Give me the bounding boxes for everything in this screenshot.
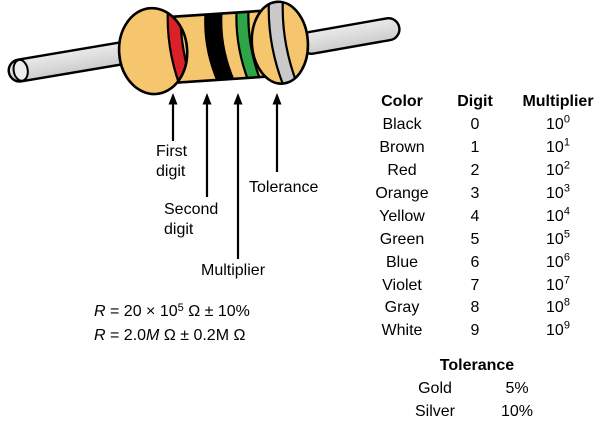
multiplier-value: 101 <box>508 136 606 157</box>
color-name: Violet <box>382 276 422 294</box>
multiplier-label: Multiplier <box>201 262 266 279</box>
multiplier-exponent: 7 <box>563 274 570 287</box>
tolerance-band <box>267 0 300 86</box>
multiplier-base: 10 <box>546 162 564 180</box>
multiplier-base: 10 <box>546 207 564 225</box>
formula1-expression: = 20 × 10 <box>105 303 178 320</box>
digit-column-header: Digit <box>457 93 493 111</box>
multiplier-base: 10 <box>546 230 564 248</box>
first-digit-label: First digit <box>156 143 188 180</box>
digit-value: 9 <box>470 322 480 340</box>
tolerance-row: Silver 10% <box>400 401 564 423</box>
multiplier-exponent: 2 <box>563 159 570 172</box>
formula-line-1: R = 20 × 105 Ω ± 10% <box>94 300 250 324</box>
multiplier-value: 107 <box>508 274 606 295</box>
color-column-header: Color <box>381 93 423 111</box>
multiplier-exponent: 3 <box>563 182 570 195</box>
multiplier-column-header: Multiplier <box>522 93 594 111</box>
digit-value: 3 <box>470 185 480 202</box>
multiplier-value: 103 <box>508 182 606 203</box>
digit-value: 0 <box>470 116 480 134</box>
color-name: Blue <box>385 253 419 271</box>
color-code-table: Color Digit Multiplier Black 0 100 Brown… <box>362 91 606 343</box>
multiplier-value: 105 <box>508 228 606 249</box>
tolerance-row: Gold 5% <box>400 377 564 400</box>
multiplier-base: 10 <box>546 139 564 157</box>
digit-value: 2 <box>470 162 480 180</box>
table-header-row: Color Digit Multiplier <box>362 91 606 114</box>
multiplier-exponent: 5 <box>563 228 570 241</box>
resistor-body <box>117 0 310 96</box>
resistor-illustration <box>7 0 401 259</box>
resistance-formulas: R = 20 × 105 Ω ± 10% R = 2.0M Ω ± 0.2M Ω <box>94 300 250 347</box>
table-row: White 9 109 <box>362 320 606 343</box>
multiplier-exponent: 1 <box>563 136 570 149</box>
formula2-variable: R <box>94 326 106 344</box>
digit-value: 1 <box>470 139 480 157</box>
multiplier-base: 10 <box>546 322 564 340</box>
table-row: Yellow 4 104 <box>362 205 606 228</box>
tolerance-value: 5% <box>505 379 529 397</box>
first-digit-arrow <box>168 93 178 141</box>
tolerance-color-name: Gold <box>418 379 452 397</box>
multiplier-exponent: 8 <box>563 297 570 310</box>
color-name: Red <box>387 162 417 180</box>
digit-value: 5 <box>470 230 480 248</box>
digit-value: 7 <box>470 276 480 294</box>
right-lead <box>299 17 401 55</box>
multiplier-value: 106 <box>508 251 606 272</box>
multiplier-arrow <box>233 93 243 259</box>
tolerance-value: 10% <box>500 403 534 421</box>
tolerance-color-name: Silver <box>414 403 455 421</box>
multiplier-base: 10 <box>546 299 564 317</box>
tolerance-table: Tolerance Gold 5% Silver 10% <box>400 354 564 423</box>
multiplier-value: 108 <box>508 297 606 317</box>
multiplier-base: 10 <box>546 276 564 294</box>
multiplier-exponent: 9 <box>563 320 570 333</box>
left-lead-end-cap <box>12 58 29 82</box>
multiplier-base: 10 <box>546 253 564 271</box>
table-row: Violet 7 107 <box>362 274 606 297</box>
table-row: Orange 3 103 <box>362 183 606 206</box>
multiplier-value: 104 <box>508 205 606 226</box>
left-lead <box>7 40 139 83</box>
table-row: Blue 6 106 <box>362 251 606 274</box>
formula2-mega-symbol: M <box>146 326 160 344</box>
formula1-variable: R <box>94 303 106 320</box>
color-name: Yellow <box>379 207 425 225</box>
color-name: Gray <box>384 299 420 317</box>
digit-value: 8 <box>470 299 480 317</box>
formula2-tail: Ω ± 0.2M Ω <box>159 326 246 344</box>
multiplier-value: 100 <box>508 114 606 134</box>
multiplier-value: 102 <box>508 159 606 180</box>
table-row: Red 2 102 <box>362 160 606 183</box>
color-name: White <box>381 322 423 340</box>
tolerance-table-title: Tolerance <box>439 357 515 374</box>
table-row: Brown 1 101 <box>362 137 606 160</box>
tolerance-arrow <box>272 93 282 172</box>
second-digit-label: Second digit <box>164 201 219 238</box>
table-row: Gray 8 108 <box>362 297 606 320</box>
color-name: Orange <box>375 185 429 202</box>
table-row: Black 0 100 <box>362 114 606 137</box>
second-digit-arrow <box>202 93 212 197</box>
formula-line-2: R = 2.0M Ω ± 0.2M Ω <box>94 324 250 348</box>
multiplier-value: 109 <box>508 320 606 340</box>
formula1-exponent: 5 <box>177 302 184 314</box>
multiplier-exponent: 4 <box>563 205 570 218</box>
color-name: Black <box>382 116 422 134</box>
color-name: Brown <box>379 139 425 157</box>
digit-value: 4 <box>470 207 480 225</box>
formula1-tail: Ω ± 10% <box>183 303 250 320</box>
color-name: Green <box>379 230 425 248</box>
multiplier-exponent: 0 <box>563 114 570 126</box>
formula2-expression: = 2.0 <box>105 326 147 344</box>
multiplier-base: 10 <box>546 116 564 134</box>
tolerance-label: Tolerance <box>249 179 319 196</box>
multiplier-base: 10 <box>546 185 564 202</box>
table-row: Green 5 105 <box>362 228 606 251</box>
multiplier-exponent: 6 <box>563 251 570 264</box>
digit-value: 6 <box>470 253 480 271</box>
